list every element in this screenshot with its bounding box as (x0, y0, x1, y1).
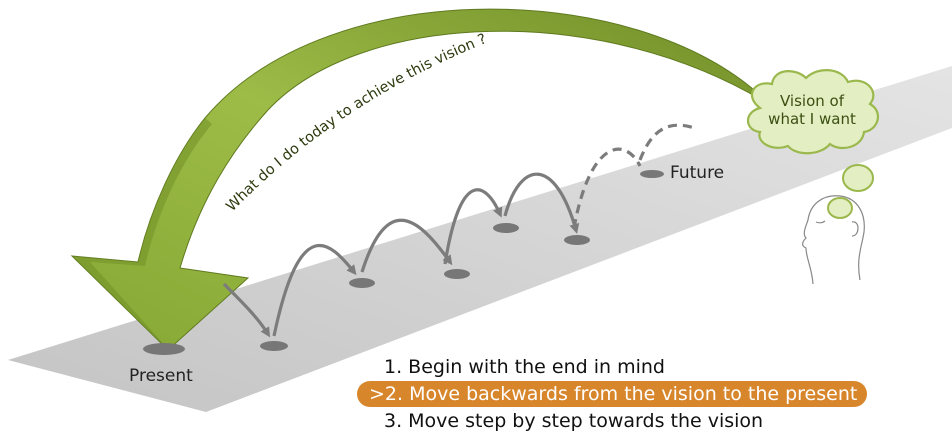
hop-arrow-1 (222, 282, 271, 338)
stone-future (640, 170, 664, 178)
step-2-highlighted: >2. Move backwards from the vision to th… (357, 381, 868, 407)
thought-bubbles (827, 164, 874, 219)
hop-arrow-7 (638, 123, 696, 161)
stone-3 (444, 269, 470, 279)
stone-present (143, 343, 185, 355)
vision-cloud-shape (746, 69, 880, 155)
backward-arrow (70, 8, 771, 351)
stone-1 (260, 341, 288, 351)
stone-4 (493, 223, 519, 233)
vision-cloud-text: Vision of what I want (757, 92, 867, 128)
thought-bubble-medium (842, 164, 874, 192)
step-1: 1. Begin with the end in mind (384, 356, 665, 378)
arrow-text: What do I do today to achieve this visio… (223, 31, 488, 215)
stone-2 (349, 278, 375, 288)
timeline-road (8, 66, 952, 412)
hop-arrow-6 (572, 147, 642, 229)
thought-bubble-small (827, 197, 853, 219)
hop-arrow-5 (503, 172, 580, 234)
future-label: Future (670, 163, 725, 183)
hop-arrow-2 (272, 244, 357, 337)
hop-arrow-4 (443, 188, 503, 265)
stone-5 (564, 235, 590, 245)
stepping-stones (143, 170, 664, 355)
present-label: Present (129, 366, 193, 386)
hop-arrow-3 (360, 218, 453, 273)
vision-cloud-line2: what I want (768, 110, 856, 128)
vision-cloud-line1: Vision of (780, 92, 844, 110)
hop-arrows (222, 123, 696, 338)
person-head-icon (802, 195, 865, 285)
step-3: 3. Move step by step towards the vision (384, 410, 764, 432)
